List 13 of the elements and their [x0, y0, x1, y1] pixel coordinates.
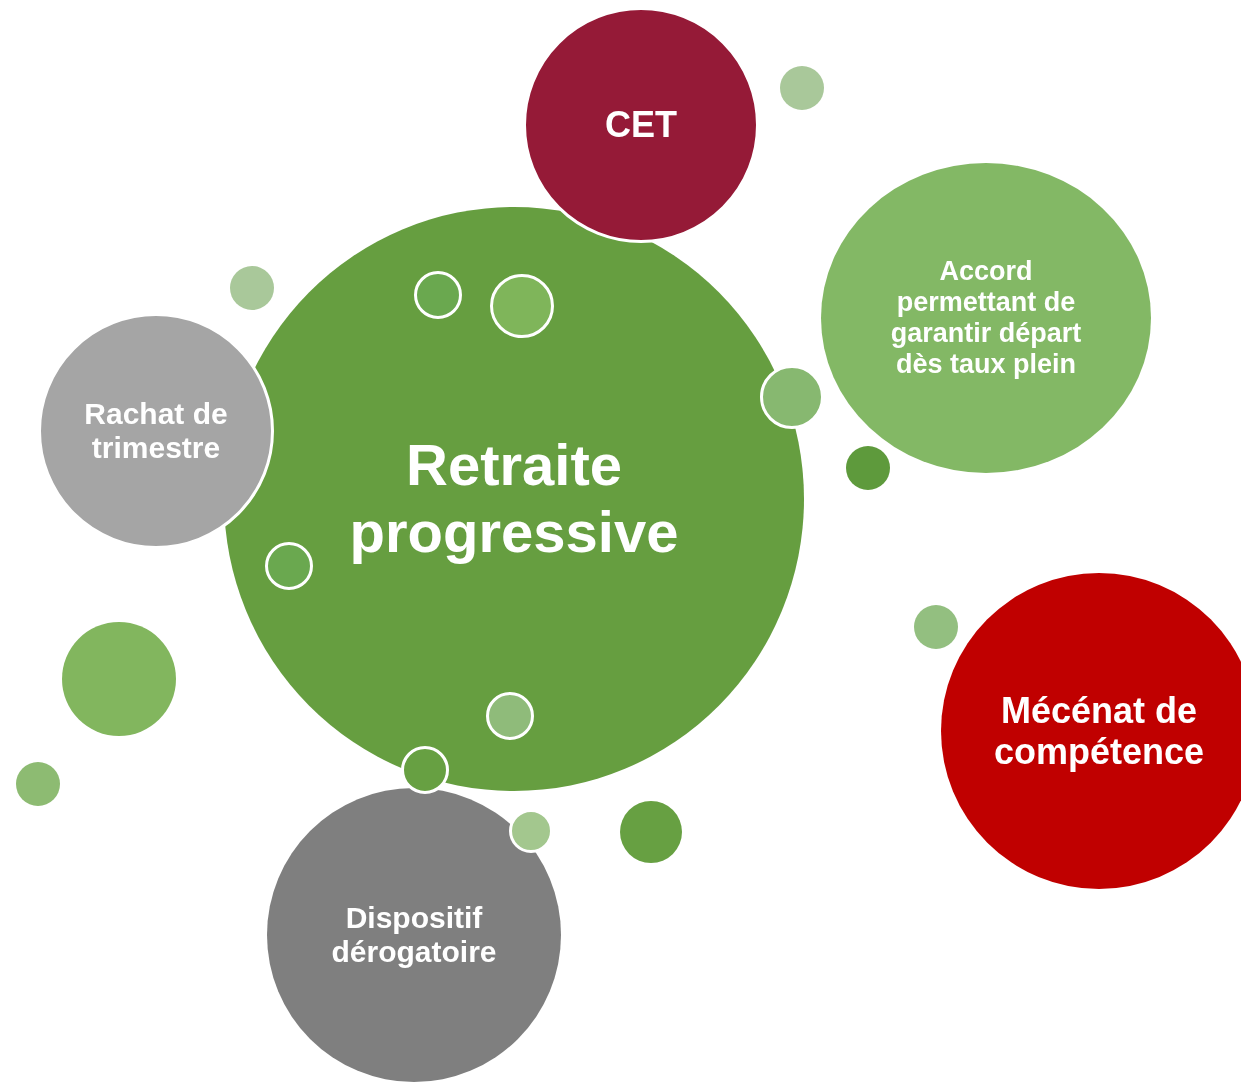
decorative-bubble	[780, 66, 824, 110]
decorative-bubble	[486, 692, 534, 740]
decorative-bubble	[846, 446, 890, 490]
bubble-label: Accord permettant de garantir départ dès taux plein	[889, 255, 1083, 381]
bubble-label: Retraite progressive	[348, 432, 680, 566]
decorative-bubble	[16, 762, 60, 806]
bubble-label: Mécénat de compétence	[992, 689, 1206, 773]
bubble-label: CET	[604, 104, 678, 146]
bubble-label: Rachat de trimestre	[83, 396, 229, 466]
bubble-label: Dispositif dérogatoire	[330, 900, 498, 970]
decorative-bubble	[914, 605, 958, 649]
decorative-bubble	[265, 542, 313, 590]
decorative-bubble	[414, 271, 462, 319]
